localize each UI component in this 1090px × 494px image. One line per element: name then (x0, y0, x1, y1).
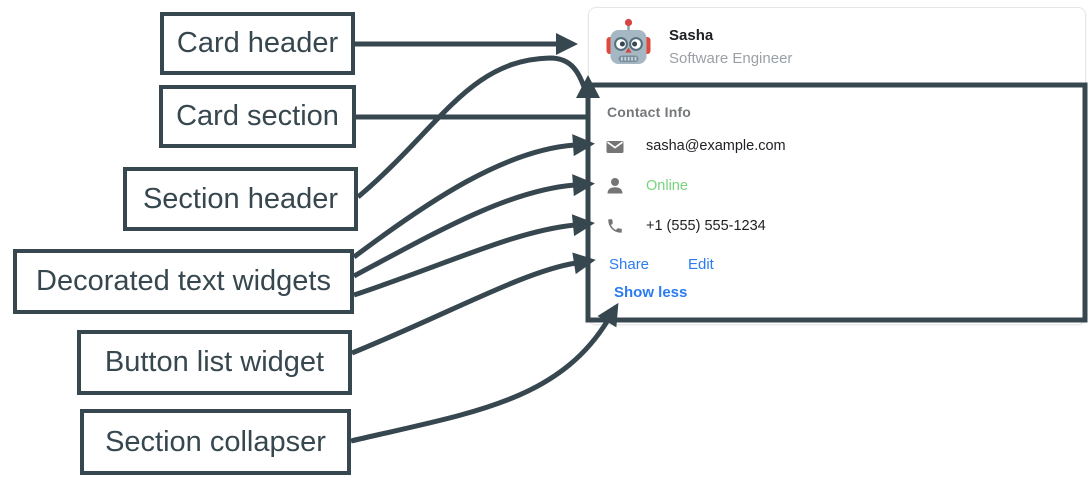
label-section-header: Section header (123, 167, 358, 231)
label-card-section: Card section (159, 85, 356, 148)
robot-icon (606, 18, 651, 64)
phone-icon (608, 219, 622, 233)
decorated-text-status: Online (646, 178, 688, 194)
arrow-decorated-text-2 (352, 174, 595, 279)
label-decorated-text-widgets: Decorated text widgets (13, 249, 354, 314)
decorated-text-email: sasha@example.com (646, 138, 786, 154)
arrow-button-list (351, 252, 596, 356)
label-button-list-widget: Button list widget (77, 330, 352, 395)
section-collapser-button[interactable]: Show less (614, 284, 688, 301)
arrow-decorated-text-1 (352, 134, 595, 260)
mail-icon (606, 141, 624, 153)
card-subtitle: Software Engineer (669, 50, 793, 67)
contact-card: Sasha Software Engineer Contact Info sas… (588, 7, 1086, 325)
label-card-header: Card header (160, 12, 355, 75)
decorated-text-phone: +1 (555) 555-1234 (646, 218, 766, 234)
card-title: Sasha (669, 27, 714, 44)
person-icon (607, 178, 623, 194)
arrow-section-collapser (350, 302, 619, 444)
edit-button[interactable]: Edit (688, 256, 714, 273)
label-section-collapser: Section collapser (80, 409, 351, 475)
arrow-section-header (356, 55, 589, 199)
arrow-decorated-text-3 (353, 214, 595, 298)
section-header-text: Contact Info (607, 104, 692, 120)
share-button[interactable]: Share (609, 256, 650, 273)
